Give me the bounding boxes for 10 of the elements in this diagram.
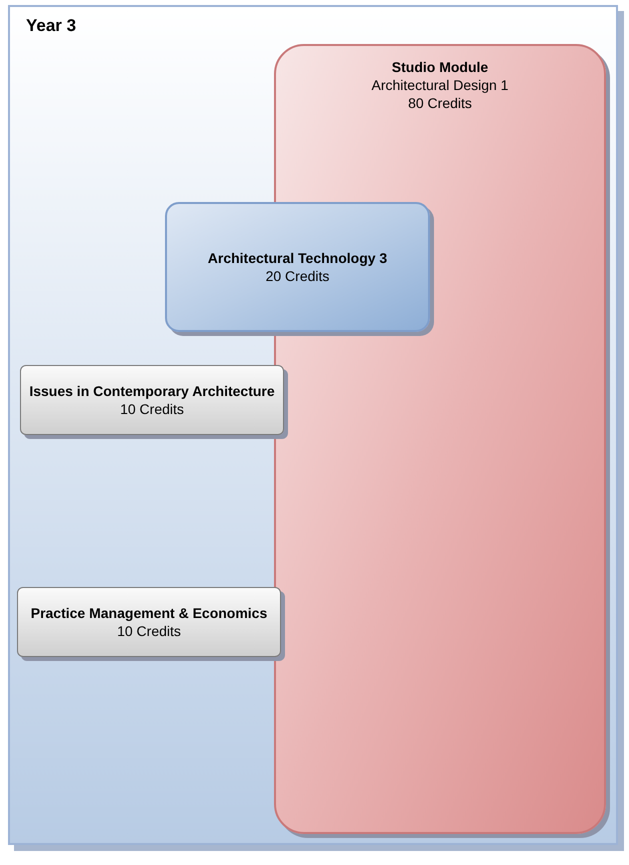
module-title: Studio Module [390,58,490,76]
module-detail: 10 Credits [119,400,185,418]
module-detail: 10 Credits [116,622,182,640]
module-title: Architectural Technology 3 [206,249,388,267]
module-detail: 20 Credits [264,267,330,285]
panel-title: Year 3 [26,15,76,37]
module-detail: Architectural Design 1 [370,76,510,94]
module-title: Practice Management & Economics [30,604,268,622]
module-detail: 80 Credits [407,94,473,112]
module-title: Issues in Contemporary Architecture [28,382,276,400]
